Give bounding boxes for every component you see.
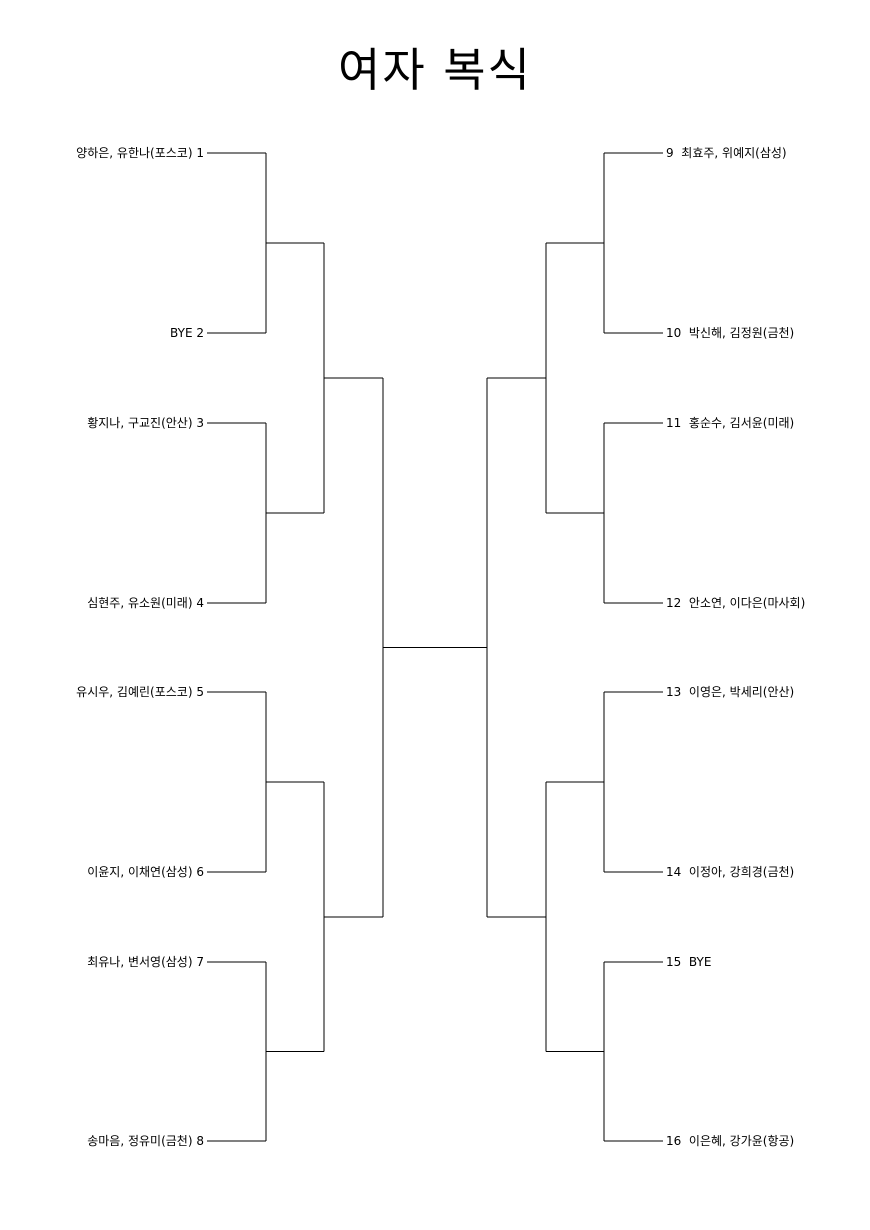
seed-number: 3 [196,416,204,430]
team-name: 최효주, 위예지(삼성) [681,146,787,160]
team-entry: 9 최효주, 위예지(삼성) [666,145,787,161]
team-name: 이정아, 강희경(금천) [688,865,795,879]
team-name: 양하은, 유한나(포스코) [76,146,193,160]
seed-number: 5 [196,685,204,699]
team-name: 안소연, 이다은(마사회) [688,596,806,610]
seed-number: 13 [666,685,682,699]
seed-number: 6 [196,865,204,879]
seed-number: 15 [666,955,682,969]
team-name: BYE [688,955,712,969]
seed-number: 8 [196,1134,204,1148]
team-entry: 13 이영은, 박세리(안산) [666,684,794,700]
team-entry: 송마음, 정유미(금천) 8 [87,1133,204,1149]
seed-number: 16 [666,1134,682,1148]
team-name: 황지나, 구교진(안산) [87,416,193,430]
seed-number: 1 [196,146,204,160]
team-entry: 15 BYE [666,954,711,970]
team-entry: 유시우, 김예린(포스코) 5 [76,684,204,700]
seed-number: 11 [666,416,682,430]
team-name: 최유나, 변서영(삼성) [87,955,193,969]
team-entry: 14 이정아, 강희경(금천) [666,864,794,880]
seed-number: 7 [196,955,204,969]
team-entry: 양하은, 유한나(포스코) 1 [76,145,204,161]
team-name: 이영은, 박세리(안산) [688,685,795,699]
page-title: 여자 복식 [338,43,532,97]
seed-number: 2 [196,326,204,340]
team-entry: 16 이은혜, 강가윤(항공) [666,1133,794,1149]
team-name: 송마음, 정유미(금천) [87,1134,193,1148]
team-name: 유시우, 김예린(포스코) [76,685,193,699]
seed-number: 4 [196,596,204,610]
team-name: 이윤지, 이채연(삼성) [87,865,193,879]
team-entry: 이윤지, 이채연(삼성) 6 [87,864,204,880]
team-entry: 11 홍순수, 김서윤(미래) [666,415,794,431]
team-name: 홍순수, 김서윤(미래) [688,416,795,430]
team-entry: 최유나, 변서영(삼성) 7 [87,954,204,970]
team-name: BYE [170,326,193,340]
team-entry: 황지나, 구교진(안산) 3 [87,415,204,431]
seed-number: 14 [666,865,682,879]
team-name: 심현주, 유소원(미래) [87,596,193,610]
team-entry: BYE 2 [170,325,204,341]
team-entry: 12 안소연, 이다은(마사회) [666,595,805,611]
seed-number: 10 [666,326,682,340]
team-entry: 10 박신해, 김정원(금천) [666,325,794,341]
team-entry: 심현주, 유소원(미래) 4 [87,595,204,611]
seed-number: 12 [666,596,682,610]
seed-number: 9 [666,146,674,160]
team-name: 박신해, 김정원(금천) [688,326,795,340]
team-name: 이은혜, 강가윤(항공) [688,1134,795,1148]
